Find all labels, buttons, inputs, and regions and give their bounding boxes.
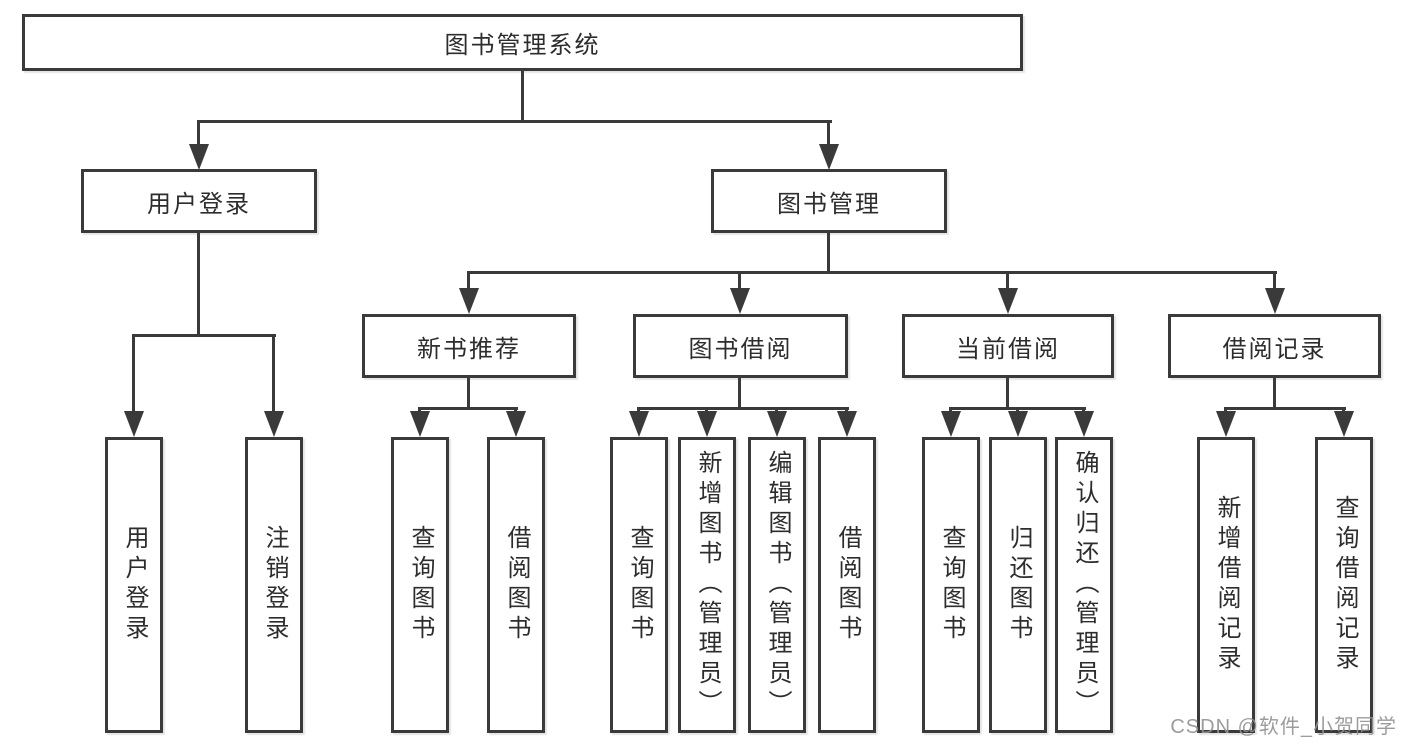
node-label: 新增借阅记录 — [1213, 495, 1240, 675]
node-borrowing-records: 借阅记录 — [1168, 314, 1381, 378]
connector-line — [467, 271, 470, 290]
node-label: 借阅记录 — [1222, 335, 1327, 363]
connector-line — [738, 378, 741, 410]
leaf-borrow-query-book: 查询图书 — [610, 437, 668, 733]
arrow-down-icon — [1265, 288, 1285, 314]
leaf-borrow-borrow-book: 借阅图书 — [818, 437, 876, 733]
node-label: 新书推荐 — [417, 335, 521, 363]
connector-line — [197, 233, 200, 337]
arrow-down-icon — [837, 411, 857, 437]
arrow-down-icon — [1008, 411, 1028, 437]
node-label: 图书管理 — [777, 190, 881, 218]
node-label: 查询借阅记录 — [1331, 495, 1358, 675]
node-root-library-system: 图书管理系统 — [22, 14, 1023, 71]
connector-line — [827, 233, 830, 274]
arrow-down-icon — [629, 411, 649, 437]
connector-line — [467, 378, 470, 410]
arrow-down-icon — [819, 144, 839, 170]
node-label: 确认归还（管理员） — [1071, 450, 1098, 720]
leaf-borrow-edit-book-admin: 编辑图书（管理员） — [748, 437, 806, 733]
node-book-borrowing: 图书借阅 — [633, 314, 848, 378]
node-label: 注销登录 — [261, 525, 288, 645]
node-label: 归还图书 — [1005, 525, 1032, 645]
arrow-down-icon — [506, 411, 526, 437]
leaf-logout: 注销登录 — [245, 437, 303, 733]
leaf-user-login: 用户登录 — [105, 437, 163, 733]
arrow-down-icon — [730, 288, 750, 314]
leaf-current-confirm-return-admin: 确认归还（管理员） — [1055, 437, 1113, 733]
connector-line — [132, 334, 135, 414]
connector-line — [272, 334, 275, 414]
leaf-records-add-record: 新增借阅记录 — [1197, 437, 1255, 733]
csdn-watermark: CSDN @软件_小贺同学 — [1170, 716, 1397, 738]
node-new-book-recommendation: 新书推荐 — [362, 314, 576, 378]
connector-line — [738, 271, 741, 290]
node-label: 查询图书 — [938, 525, 965, 645]
node-label: 图书管理系统 — [444, 32, 601, 59]
connector-line — [1006, 378, 1009, 410]
arrow-down-icon — [189, 144, 209, 170]
connector-line — [197, 120, 832, 123]
arrow-down-icon — [998, 288, 1018, 314]
node-book-management: 图书管理 — [711, 169, 947, 233]
node-label: 借阅图书 — [834, 525, 861, 645]
leaf-borrow-add-book-admin: 新增图书（管理员） — [678, 437, 736, 733]
connector-line — [637, 407, 849, 410]
connector-line — [827, 120, 830, 146]
connector-line — [132, 334, 276, 337]
arrow-down-icon — [1334, 411, 1354, 437]
node-label: 借阅图书 — [503, 525, 530, 645]
node-label: 图书借阅 — [688, 335, 793, 363]
arrow-down-icon — [941, 411, 961, 437]
connector-line — [197, 120, 200, 146]
arrow-down-icon — [410, 411, 430, 437]
arrow-down-icon — [1074, 411, 1094, 437]
connector-line — [1273, 378, 1276, 410]
node-label: 查询图书 — [407, 525, 434, 645]
arrow-down-icon — [459, 288, 479, 314]
node-user-login: 用户登录 — [81, 169, 317, 233]
leaf-current-query-book: 查询图书 — [922, 437, 980, 733]
arrow-down-icon — [264, 411, 284, 437]
node-label: 用户登录 — [147, 190, 251, 218]
node-label: 编辑图书（管理员） — [764, 450, 791, 720]
arrow-down-icon — [124, 411, 144, 437]
arrow-down-icon — [697, 411, 717, 437]
node-current-borrowing: 当前借阅 — [902, 314, 1114, 378]
leaf-newbook-query-book: 查询图书 — [391, 437, 449, 733]
leaf-current-return-book: 归还图书 — [989, 437, 1047, 733]
arrow-down-icon — [1216, 411, 1236, 437]
connector-line — [1006, 271, 1009, 290]
node-label: 新增图书（管理员） — [694, 450, 721, 720]
leaf-newbook-borrow-book: 借阅图书 — [487, 437, 545, 733]
connector-line — [1273, 271, 1276, 290]
leaf-records-query-record: 查询借阅记录 — [1315, 437, 1373, 733]
node-label: 当前借阅 — [956, 335, 1060, 363]
connector-line — [418, 407, 518, 410]
arrow-down-icon — [767, 411, 787, 437]
connector-line — [467, 271, 1277, 274]
connector-line — [521, 71, 524, 121]
node-label: 查询图书 — [626, 525, 653, 645]
node-label: 用户登录 — [121, 525, 148, 645]
connector-line — [1224, 407, 1346, 410]
